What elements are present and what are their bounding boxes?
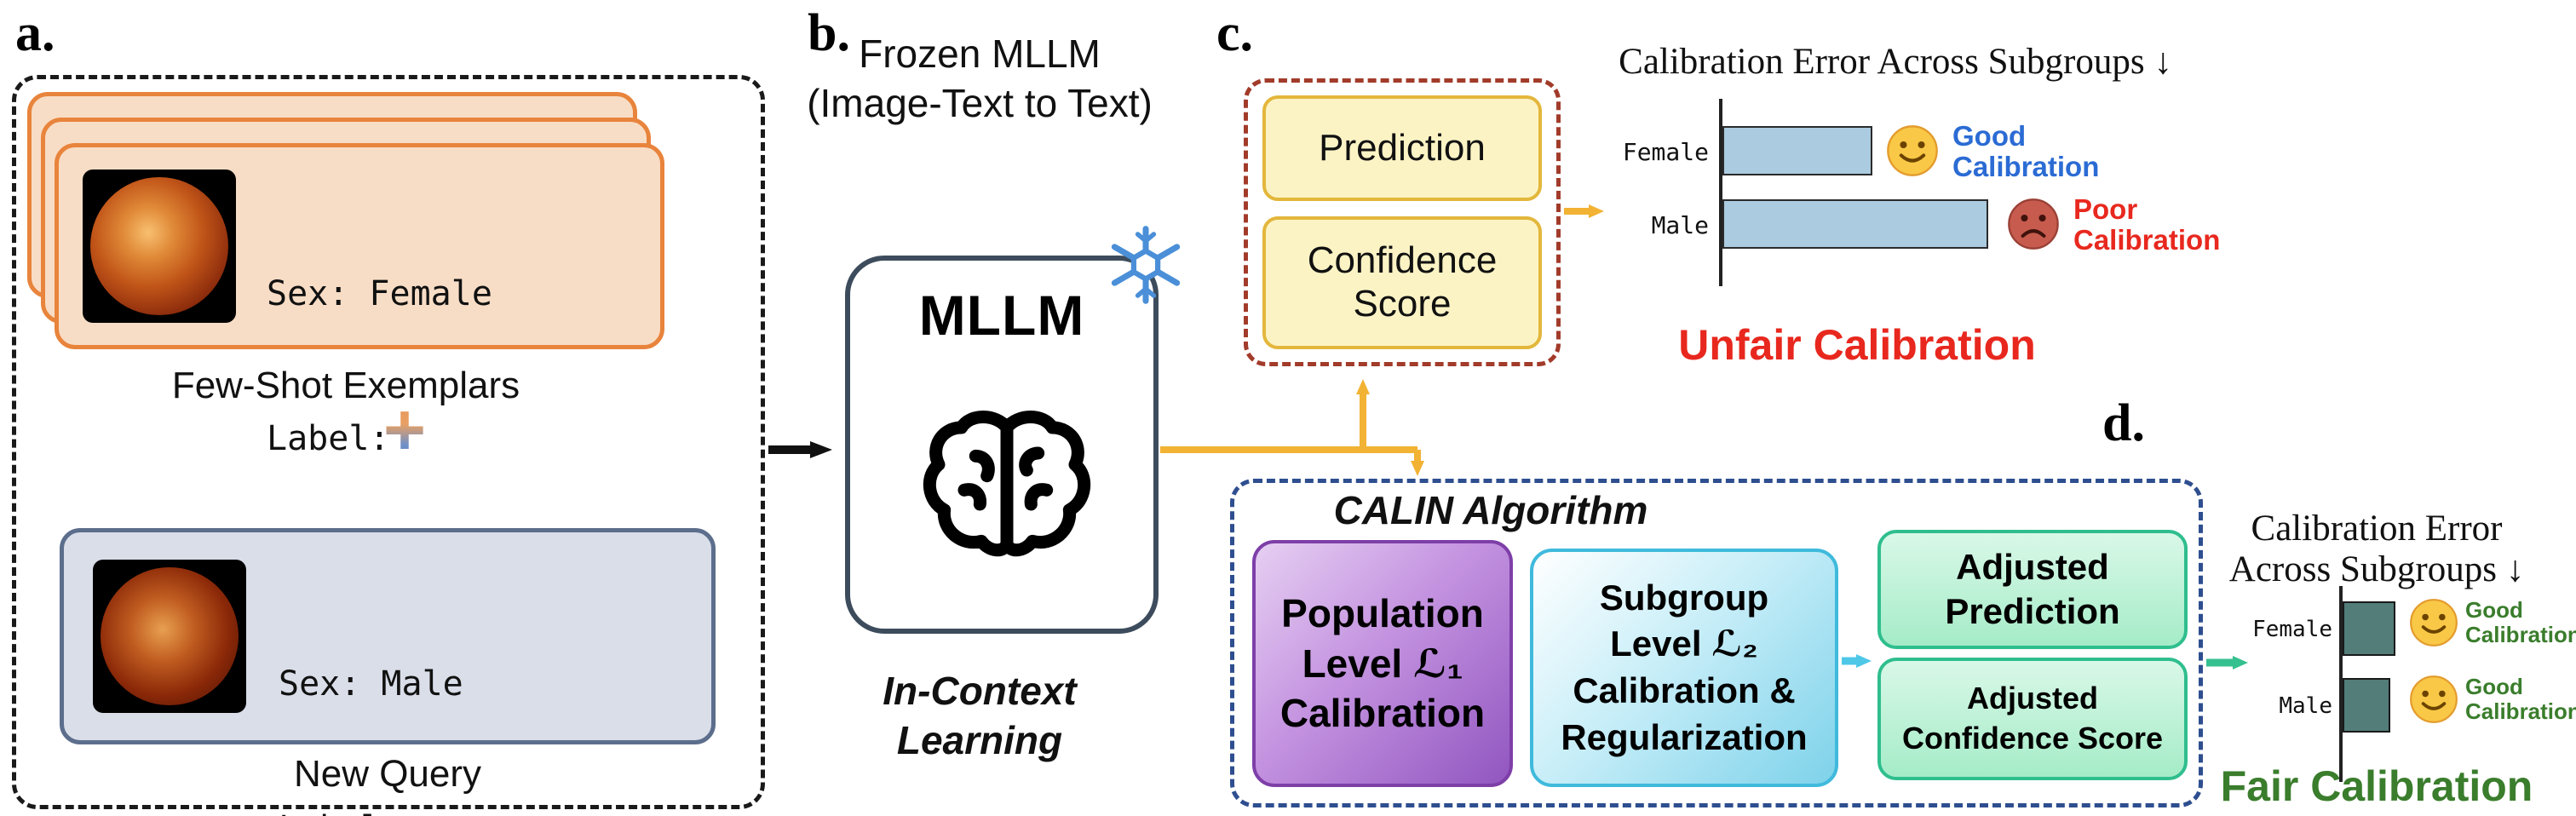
panel-b-label: b.: [808, 4, 850, 62]
adjusted-confidence-line2: Confidence Score: [1901, 721, 2164, 756]
adjusted-confidence-line1: Adjusted: [1966, 681, 2098, 716]
query-label-line: Label:: [279, 805, 463, 816]
fair-chart-title-line1: Calibration Error: [2251, 509, 2503, 549]
smiley-face-icon: [1887, 125, 1938, 176]
fundus-image-query: [93, 560, 246, 713]
plus-icon: +: [341, 394, 469, 467]
purple-box-line2: Level ℒ₁: [1302, 641, 1463, 686]
panel-c-label: c.: [1216, 4, 1254, 62]
fair-calibration-caption: Fair Calibration: [2220, 762, 2533, 810]
purple-box-line1: Population: [1281, 590, 1484, 635]
in-context-caption-line2: Learning: [896, 718, 1063, 762]
purple-box-line3: Calibration: [1279, 691, 1486, 736]
frozen-mllm-title: Frozen MLLM: [859, 32, 1101, 76]
confidence-score-box: Confidence Score: [1262, 216, 1542, 349]
mllm-model-name: MLLM: [918, 284, 1085, 347]
query-text: Sex: Male Label: ???: [279, 563, 463, 816]
poor-calibration-note: Poor Calibration: [2073, 193, 2221, 256]
snowflake-icon: [1111, 226, 1181, 304]
exemplar-sex-line: Sex: Female: [267, 273, 492, 313]
panel-a-label: a.: [15, 4, 55, 62]
few-shot-exemplars-caption: Few-Shot Exemplars: [171, 365, 520, 406]
query-sex-line: Sex: Male: [279, 664, 463, 704]
prediction-box-label: Prediction: [1319, 126, 1486, 169]
brain-icon: [923, 411, 1091, 557]
cyan-box-line4: Regularization: [1561, 716, 1808, 757]
fair-good-note-male: Good Calibration: [2465, 674, 2576, 724]
panel-d-label: d.: [2102, 394, 2145, 452]
unfair-calibration-caption: Unfair Calibration: [1678, 321, 2036, 369]
retina-photo-query: [101, 567, 239, 705]
in-context-caption-line1: In-Context: [883, 669, 1077, 713]
adjusted-prediction-line2: Prediction: [1945, 591, 2120, 631]
few-shot-context-container: [12, 75, 765, 809]
fair-good-note-female: Good Calibration: [2465, 597, 2576, 647]
smiley-face-icon: [2410, 599, 2458, 646]
retina-photo: [90, 177, 228, 315]
calibration-error-bar-female: [1722, 126, 1872, 175]
good-calibration-note: Good Calibration: [1952, 120, 2100, 183]
confidence-box-line2: Score: [1353, 283, 1452, 325]
fair-calibration-bar-male: [2343, 678, 2390, 733]
cyan-box-line3: Calibration &: [1573, 670, 1796, 710]
calin-algorithm-container: [1230, 479, 2203, 807]
population-level-calibration-box: Population Level ℒ₁ Calibration: [1252, 540, 1513, 787]
query-card: Sex: Male Label: ???: [60, 528, 716, 816]
fair-bar-label-male: Male: [2279, 693, 2332, 719]
cyan-box-line2: Level ℒ₂: [1610, 623, 1758, 664]
adjusted-confidence-score-box: Adjusted Confidence Score: [1877, 658, 2188, 780]
subgroup-level-calibration-box: Subgroup Level ℒ₂ Calibration & Regulari…: [1530, 549, 1838, 787]
fair-chart-title-line2: Across Subgroups ↓: [2228, 549, 2525, 589]
confidence-box-line1: Confidence: [1307, 239, 1498, 282]
adjusted-prediction-box: Adjusted Prediction: [1877, 530, 2188, 649]
exemplar-card-front: Sex: Female Label: Glaucoma: [55, 143, 664, 603]
cyan-box-line1: Subgroup: [1599, 577, 1769, 618]
frowny-face-icon: [2008, 198, 2059, 250]
exemplar-label-line: Label:: [267, 418, 390, 458]
image-text-to-text-subtitle: (Image-Text to Text): [807, 81, 1153, 125]
smiley-face-icon: [2410, 675, 2458, 723]
new-query-caption: New Query: [293, 753, 482, 795]
unfair-chart-title: Calibration Error Across Subgroups ↓: [1619, 42, 2172, 82]
bar-label-female: Female: [1622, 138, 1709, 166]
fair-bar-label-female: Female: [2252, 617, 2332, 642]
calin-algorithm-title: CALIN Algorithm: [1333, 488, 1648, 532]
mllm-model-box: MLLM: [845, 256, 1159, 634]
fundus-image: [83, 170, 236, 323]
adjusted-prediction-line1: Adjusted: [1956, 546, 2109, 587]
prediction-box: Prediction: [1262, 95, 1542, 201]
calibration-error-bar-male: [1722, 199, 1988, 249]
fair-calibration-bar-female: [2343, 601, 2395, 656]
bar-label-male: Male: [1651, 211, 1709, 239]
mllm-output-container: [1244, 78, 1561, 366]
